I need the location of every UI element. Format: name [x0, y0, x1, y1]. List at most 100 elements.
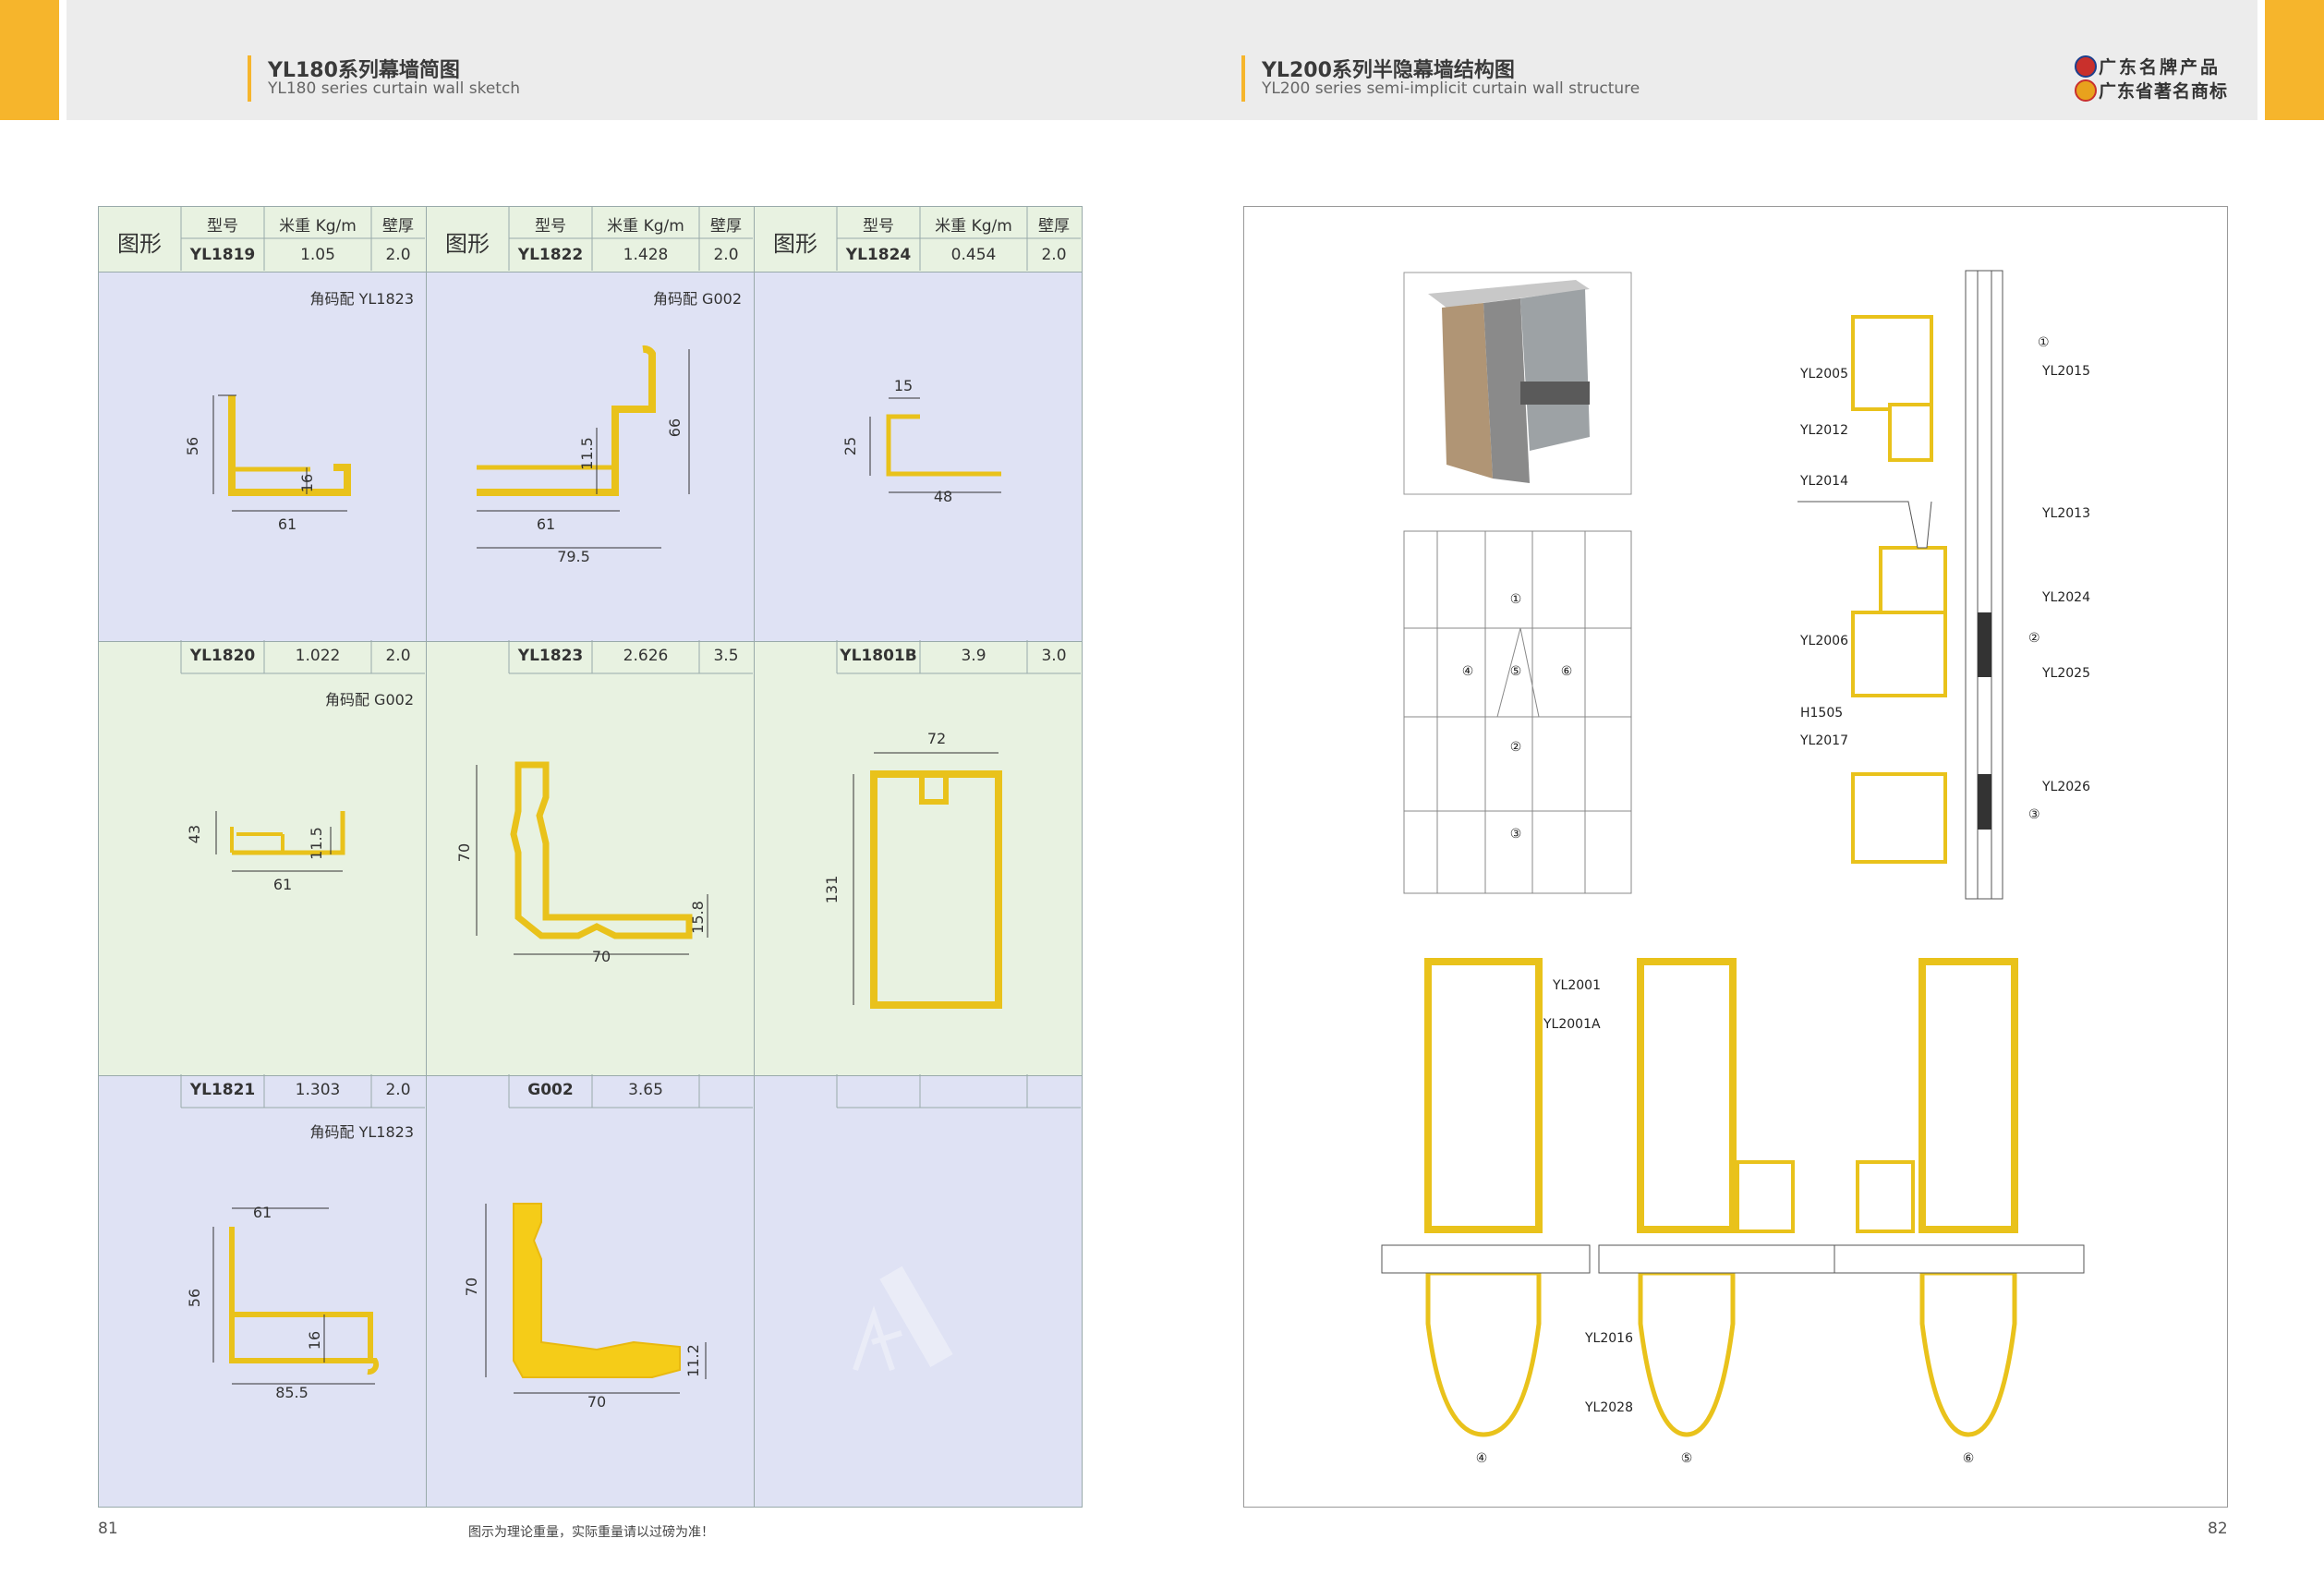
- page-header: [67, 0, 2257, 120]
- model-cell: YL1823: [517, 647, 584, 665]
- marker-label: ⑤: [1681, 1451, 1693, 1466]
- grid-line: [99, 272, 1082, 273]
- profile-yl1819: 56 16 61: [184, 394, 351, 533]
- dim-label: 70: [587, 1393, 606, 1411]
- profile-yl1824: 15 25 48: [841, 377, 1001, 505]
- dim-label: 15: [894, 377, 913, 394]
- profile-yl1821: 61 56 16 85.5: [186, 1204, 380, 1401]
- thickness-header: 壁厚: [382, 217, 414, 236]
- weight-cell: 2.626: [623, 647, 669, 665]
- marker-label: ③: [1510, 827, 1522, 842]
- dim-label: 70: [455, 843, 473, 862]
- brand-line-1: 广东名牌产品: [2099, 57, 2221, 78]
- vertical-section: [1797, 270, 2003, 900]
- weight-cell: 1.428: [623, 246, 669, 264]
- dim-label: 25: [841, 437, 859, 455]
- dim-label: 11.5: [578, 437, 596, 470]
- corner-note: 角码配 YL1823: [309, 1123, 415, 1141]
- marker-label: ①: [2038, 335, 2050, 350]
- model-header: 型号: [207, 217, 238, 236]
- profile-yl1823: 70 15.8 70: [455, 761, 708, 965]
- profile-yl1801b: 72 131: [823, 730, 1002, 1009]
- corner-note: 角码配 YL1823: [309, 290, 415, 308]
- page-number-left: 81: [98, 1520, 118, 1538]
- structure-diagram: ① ④ ⑤ ⑥ ② ③ YL2005 YL2015 YL2012 YL2014 …: [1381, 270, 2090, 1466]
- marker-label: ④: [1476, 1451, 1488, 1466]
- thickness-cell: 2.0: [1041, 246, 1067, 264]
- marker-label: ②: [1510, 740, 1522, 755]
- weight-header: 米重 Kg/m: [607, 217, 684, 236]
- elevation-grid: [1403, 530, 1632, 894]
- part-label: YL2001: [1552, 978, 1601, 993]
- shape-header: 图形: [117, 231, 162, 257]
- right-title: YL200系列半隐幕墙结构图: [1262, 59, 1515, 82]
- row-3-bg: [99, 1075, 1082, 1507]
- row-1-bg: [99, 272, 1082, 641]
- dim-label: 61: [253, 1204, 272, 1221]
- dim-label: 66: [666, 418, 684, 437]
- marker-label: ②: [2028, 631, 2040, 646]
- part-label: YL2024: [2041, 590, 2090, 605]
- part-label: YL2006: [1799, 634, 1848, 648]
- marker-label: ⑥: [1561, 664, 1573, 679]
- trademark-seal-icon: [2075, 79, 2097, 102]
- part-label: YL2012: [1799, 423, 1848, 438]
- right-subtitle: YL200 series semi-implicit curtain wall …: [1262, 79, 1640, 98]
- grid-line: [99, 1075, 1082, 1076]
- dim-label: 15.8: [689, 901, 707, 934]
- page-edge-tab-left: [0, 0, 59, 120]
- dim-label: 85.5: [275, 1384, 309, 1401]
- marker-label: ④: [1462, 664, 1474, 679]
- thickness-cell: 2.0: [385, 246, 411, 264]
- weight-disclaimer: 图示为理论重量，实际重量请以过磅为准！: [468, 1525, 714, 1540]
- thickness-cell: 3.5: [713, 647, 739, 665]
- dim-label: 61: [278, 515, 297, 533]
- dim-label: 43: [186, 825, 203, 843]
- brand-seal-icon: [2075, 55, 2097, 78]
- shape-header: 图形: [445, 231, 490, 257]
- page-edge-tab-right: [2265, 0, 2324, 120]
- model-cell: YL1819: [189, 246, 256, 264]
- marker-label: ③: [2028, 807, 2040, 822]
- grid-line: [99, 641, 1082, 642]
- weight-cell: 1.05: [300, 246, 335, 264]
- dim-label: 70: [592, 948, 611, 965]
- dim-label: 48: [934, 488, 952, 505]
- profile-g002: 70 70 11.2: [463, 1203, 707, 1411]
- page-number-right: 82: [2208, 1520, 2228, 1538]
- part-label: YL2025: [2041, 666, 2090, 681]
- table-grid-lines: [180, 206, 1081, 1108]
- dim-label: 11.2: [684, 1344, 702, 1377]
- marker-label: ⑤: [1510, 664, 1522, 679]
- thickness-header: 壁厚: [710, 217, 742, 236]
- weight-header: 米重 Kg/m: [935, 217, 1012, 236]
- brand-line-2: 广东省著名商标: [2099, 81, 2229, 102]
- thickness-cell: 2.0: [713, 246, 739, 264]
- watermark-logo: [853, 1266, 953, 1371]
- marker-label: ⑥: [1963, 1451, 1975, 1466]
- part-label: YL2013: [2041, 506, 2090, 521]
- left-title: YL180系列幕墙简图: [268, 59, 460, 82]
- weight-cell: 0.454: [950, 246, 997, 264]
- grid-line: [426, 207, 427, 1507]
- part-label: YL2016: [1584, 1331, 1633, 1346]
- curtain-wall-render-image: [1428, 280, 1590, 483]
- dim-label: 70: [463, 1278, 480, 1296]
- model-cell: YL1820: [189, 647, 256, 665]
- dim-label: 16: [306, 1331, 323, 1350]
- part-label: YL2005: [1799, 367, 1848, 382]
- horizontal-sections: [1381, 958, 2085, 1437]
- shape-header: 图形: [773, 231, 817, 257]
- profile-yl1822: 66 11.5 61 79.5: [477, 345, 690, 565]
- model-cell: YL1801B: [840, 647, 917, 665]
- weight-cell: 1.022: [295, 647, 341, 665]
- model-cell: G002: [527, 1081, 574, 1099]
- dim-label: 56: [186, 1289, 203, 1307]
- left-subtitle: YL180 series curtain wall sketch: [268, 79, 521, 98]
- header-accent-bar: [248, 55, 251, 102]
- dim-label: 61: [537, 515, 555, 533]
- marker-label: ①: [1510, 592, 1522, 607]
- dim-label: 79.5: [557, 548, 590, 565]
- model-cell: YL1821: [189, 1081, 256, 1099]
- thickness-cell: 3.0: [1041, 647, 1067, 665]
